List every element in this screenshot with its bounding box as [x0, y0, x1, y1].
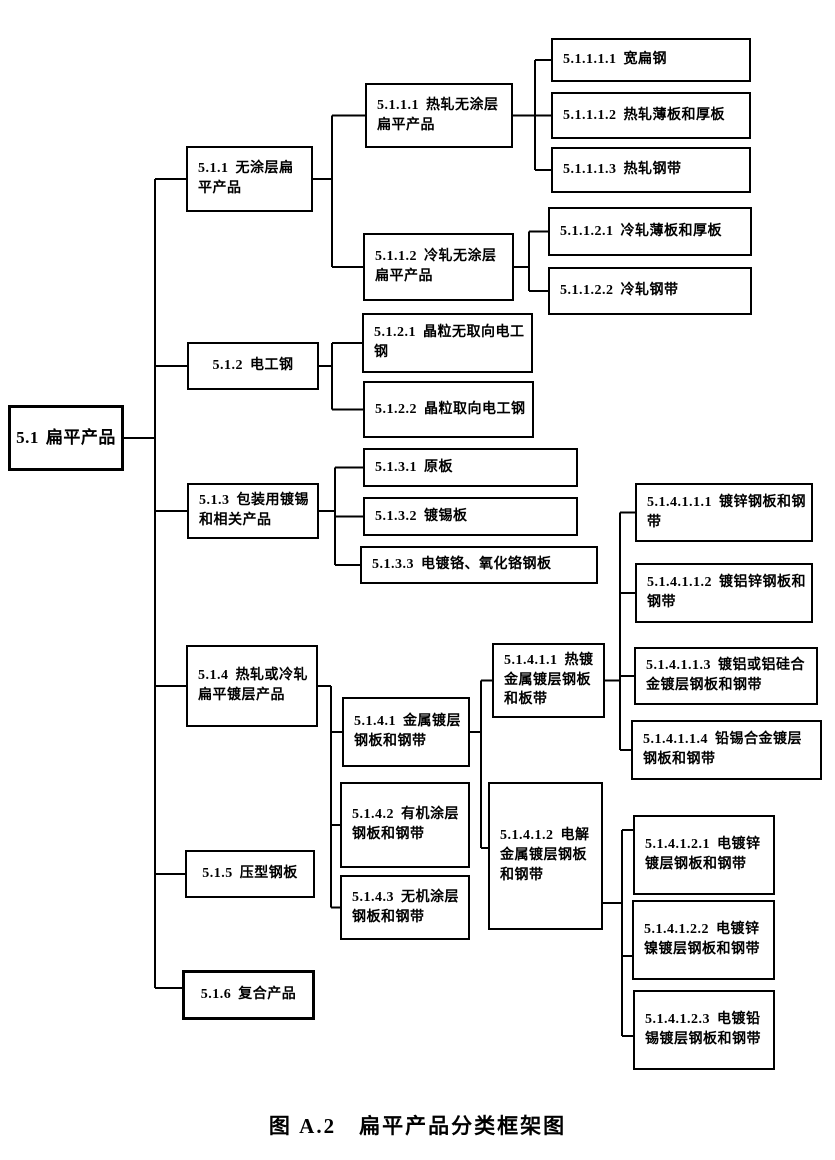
node-label: 电镀铅锡镀层钢板和钢带 — [645, 1012, 761, 1047]
node-label: 热镀金属镀层钢板和板带 — [504, 652, 594, 708]
node-code: 5.1.4.1.1.3 — [646, 658, 711, 674]
node-code: 5.1.4.1.1.2 — [647, 575, 712, 591]
node-code: 5.1.4.1.1.1 — [647, 494, 712, 510]
node-code: 5.1.4.1.2.1 — [645, 837, 710, 853]
node-5-1-3-2: 5.1.3.2 镀锡板 — [363, 497, 578, 536]
node-code: 5.1.1.1.3 — [563, 162, 617, 178]
node-label: 原板 — [424, 459, 453, 475]
node-code: 5.1.2.2 — [375, 401, 417, 417]
node-label: 金属镀层钢板和钢带 — [354, 714, 461, 749]
node-code: 5.1.4.1.2 — [500, 828, 554, 844]
node-code: 5.1.1.2.2 — [560, 283, 614, 299]
node-code: 5.1.1.2 — [375, 249, 417, 265]
node-code: 5.1.3 — [199, 493, 230, 509]
node-label: 扁平产品 — [45, 427, 116, 447]
node-code: 5.1.3.3 — [372, 557, 414, 573]
node-code: 5.1.1.1.2 — [563, 107, 617, 123]
node-code: 5.1.3.1 — [375, 459, 417, 475]
node-label: 宽扁钢 — [623, 52, 667, 68]
node-5-1-1-1-1: 5.1.1.1.1 宽扁钢 — [551, 38, 751, 82]
node-5-1-1-2-1: 5.1.1.2.1 冷轧薄板和厚板 — [548, 207, 752, 256]
node-label: 镀铝或铝硅合金镀层钢板和钢带 — [646, 658, 805, 693]
node-label: 热轧薄板和厚板 — [623, 107, 725, 123]
node-5-1-1-2-2: 5.1.1.2.2 冷轧钢带 — [548, 267, 752, 315]
node-code: 5.1.5 — [202, 866, 233, 882]
node-label: 包装用镀锡和相关产品 — [199, 493, 309, 528]
node-label: 电工钢 — [250, 358, 294, 374]
node-label: 晶粒无取向电工钢 — [374, 325, 525, 360]
node-label: 电镀锌镀层钢板和钢带 — [645, 837, 761, 872]
node-code: 5.1.4.3 — [352, 889, 394, 905]
node-5-1-1-1-3: 5.1.1.1.3 热轧钢带 — [551, 147, 751, 193]
node-label: 冷轧无涂层扁平产品 — [375, 249, 497, 284]
node-label: 热轧无涂层扁平产品 — [377, 97, 499, 133]
node-code: 5.1.6 — [200, 987, 232, 1003]
node-label: 电镀锌镍镀层钢板和钢带 — [644, 922, 760, 957]
node-label: 镀锡板 — [424, 508, 468, 524]
node-label: 镀锌钢板和钢带 — [647, 494, 806, 530]
node-code: 5.1.1 — [198, 161, 229, 177]
node-label: 无涂层扁平产品 — [198, 161, 294, 196]
node-label: 无机涂层钢板和钢带 — [352, 889, 459, 925]
node-5-1-2-2: 5.1.2.2 晶粒取向电工钢 — [363, 381, 534, 438]
node-label: 电解金属镀层钢板和钢带 — [500, 828, 590, 883]
node-code: 5.1.4.1.1 — [504, 652, 558, 668]
node-label: 压型钢板 — [239, 866, 298, 882]
node-code: 5.1 — [16, 427, 39, 447]
node-code: 5.1.1.1.1 — [563, 52, 617, 68]
node-label: 冷轧钢带 — [620, 283, 679, 299]
node-5-1-6: 5.1.6 复合产品 — [182, 970, 315, 1020]
node-label: 有机涂层钢板和钢带 — [352, 807, 459, 842]
node-code: 5.1.1.1 — [377, 97, 419, 113]
node-code: 5.1.4.1.1.4 — [643, 732, 708, 748]
node-5-1-1-1-2: 5.1.1.1.2 热轧薄板和厚板 — [551, 92, 751, 139]
node-label: 冷轧薄板和厚板 — [620, 223, 722, 239]
node-code: 5.1.4 — [198, 668, 229, 684]
node-5-1-3-1: 5.1.3.1 原板 — [363, 448, 578, 487]
node-code: 5.1.4.1.2.2 — [644, 922, 709, 938]
node-label: 铅锡合金镀层钢板和钢带 — [643, 732, 802, 767]
node-code: 5.1.4.1 — [354, 714, 396, 730]
node-code: 5.1.4.1.2.3 — [645, 1012, 710, 1028]
node-code: 5.1.2 — [212, 358, 243, 374]
node-code: 5.1.2.1 — [374, 325, 416, 341]
node-code: 5.1.1.2.1 — [560, 223, 614, 239]
node-5-1-2: 5.1.2 电工钢 — [187, 342, 319, 390]
node-5-1-3-3: 5.1.3.3 电镀铬、氧化铬钢板 — [360, 546, 598, 584]
node-label: 晶粒取向电工钢 — [424, 401, 526, 417]
figure-caption: 图 A.2 扁平产品分类框架图 — [268, 1114, 567, 1138]
node-label: 热轧或冷轧扁平镀层产品 — [198, 668, 308, 703]
node-label: 电镀铬、氧化铬钢板 — [421, 557, 552, 573]
node-5-1: 5.1 扁平产品 — [8, 405, 124, 471]
node-label: 镀铝锌钢板和钢带 — [647, 575, 806, 610]
node-label: 热轧钢带 — [623, 162, 682, 178]
node-5-1-5: 5.1.5 压型钢板 — [185, 850, 315, 898]
node-code: 5.1.4.2 — [352, 807, 394, 823]
node-code: 5.1.3.2 — [375, 508, 417, 524]
node-label: 复合产品 — [238, 987, 297, 1003]
